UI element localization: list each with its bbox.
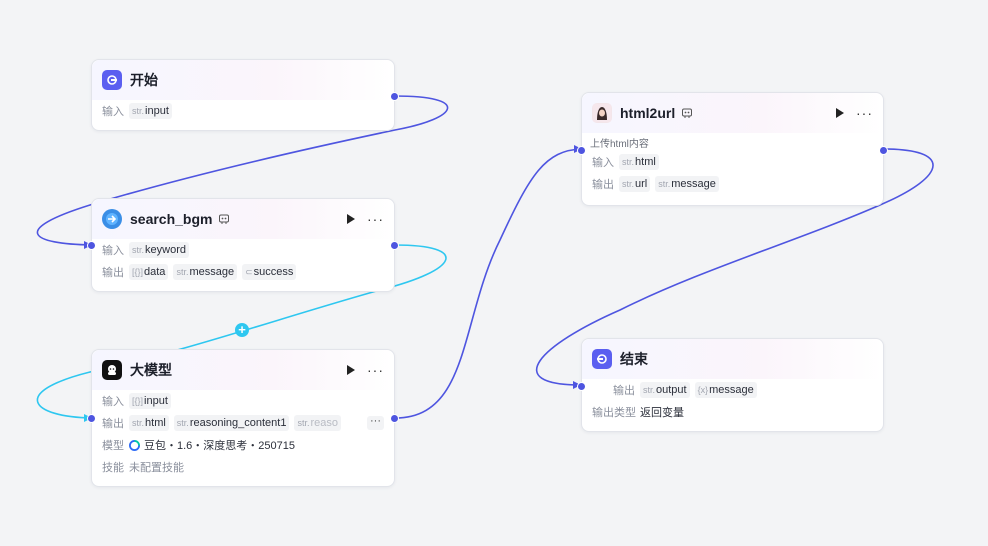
param-tag: str.input (129, 103, 172, 119)
input-handle[interactable] (577, 146, 586, 155)
plugin-badge-icon (681, 107, 693, 119)
skill-label: 技能 (102, 459, 129, 475)
output-label: 输出 (102, 264, 129, 280)
node-outputs-row: 输出 str.url str.message (582, 173, 883, 195)
model-label: 模型 (102, 437, 129, 453)
node-outputs-row: 输出 str.output {x}message (582, 379, 883, 401)
input-handle[interactable] (87, 414, 96, 423)
end-icon (592, 349, 612, 369)
edge-llm-to-html2url (395, 149, 582, 418)
node-search-bgm-header: search_bgm ··· (92, 199, 394, 239)
node-outputs-row: 输出 [{}]data str.message ⊂success (92, 261, 394, 283)
output-handle[interactable] (390, 92, 399, 101)
node-title: search_bgm (130, 211, 212, 227)
node-title: 结束 (620, 349, 648, 369)
input-handle[interactable] (87, 241, 96, 250)
param-tag: str.html (129, 415, 169, 431)
add-node-button[interactable]: + (235, 323, 249, 337)
param-tag: str.html (619, 154, 659, 170)
output-handle[interactable] (390, 414, 399, 423)
input-label: 输入 (592, 154, 619, 170)
node-outputs-row: 输出 str.html str.reasoning_content1 str.r… (92, 412, 394, 434)
start-icon (102, 70, 122, 90)
node-html2url[interactable]: html2url ··· 上传html内容 输入 str.html 输出 str… (581, 92, 884, 206)
input-handle[interactable] (577, 382, 586, 391)
param-tag: {x}message (695, 382, 757, 398)
param-tag: str.message (173, 264, 237, 280)
param-tag: str.reaso (294, 415, 341, 431)
input-label: 输入 (102, 103, 129, 119)
node-end[interactable]: 结束 输出 str.output {x}message 输出类型 返回变量 (581, 338, 884, 432)
param-tag: [{}]data (129, 264, 168, 280)
play-icon[interactable] (347, 365, 355, 375)
output-handle[interactable] (879, 146, 888, 155)
llm-icon (102, 360, 122, 380)
node-end-header: 结束 (582, 339, 883, 379)
param-tag: str.url (619, 176, 650, 192)
param-tag: str.keyword (129, 242, 189, 258)
node-title: 开始 (130, 70, 158, 90)
node-inputs-row: 输入 str.html (582, 151, 883, 173)
node-title: 大模型 (130, 360, 172, 380)
param-tag: str.message (655, 176, 719, 192)
output-type-label: 输出类型 (592, 404, 640, 420)
play-icon[interactable] (347, 214, 355, 224)
param-tag: str.reasoning_content1 (174, 415, 290, 431)
param-tag: [{}]input (129, 393, 171, 409)
plugin-icon (102, 209, 122, 229)
output-label: 输出 (592, 176, 619, 192)
output-label: 输出 (102, 415, 129, 431)
output-label: 输出 (613, 382, 640, 398)
plugin-badge-icon (218, 213, 230, 225)
param-tag: ⊂success (242, 264, 296, 280)
node-output-type-row: 输出类型 返回变量 (582, 401, 883, 423)
output-type-value: 返回变量 (640, 404, 684, 420)
model-value: 豆包・1.6・深度思考・250715 (144, 437, 295, 453)
input-label: 输入 (102, 393, 129, 409)
node-start-header: 开始 (92, 60, 394, 100)
more-icon[interactable]: ··· (856, 108, 873, 118)
param-tag: str.output (640, 382, 690, 398)
node-inputs-row: 输入 str.input (92, 100, 394, 122)
output-handle[interactable] (390, 241, 399, 250)
node-inputs-row: 输入 [{}]input (92, 390, 394, 412)
node-skill-row: 技能 未配置技能 (92, 456, 394, 478)
more-outputs-chip[interactable]: ··· (367, 416, 384, 430)
play-icon[interactable] (836, 108, 844, 118)
node-llm-header: 大模型 ··· (92, 350, 394, 390)
node-model-row: 模型 豆包・1.6・深度思考・250715 (92, 434, 394, 456)
node-html2url-header: html2url ··· (582, 93, 883, 133)
node-title: html2url (620, 105, 675, 121)
node-description: 上传html内容 (582, 133, 883, 151)
more-icon[interactable]: ··· (367, 214, 384, 224)
doubao-icon (129, 440, 140, 451)
node-start[interactable]: 开始 输入 str.input (91, 59, 395, 131)
node-llm[interactable]: 大模型 ··· 输入 [{}]input 输出 str.html str.rea… (91, 349, 395, 487)
input-label: 输入 (102, 242, 129, 258)
node-search-bgm[interactable]: search_bgm ··· 输入 str.keyword 输出 [{}]dat… (91, 198, 395, 292)
more-icon[interactable]: ··· (367, 365, 384, 375)
skill-value: 未配置技能 (129, 459, 184, 475)
plugin-avatar-icon (592, 103, 612, 123)
node-inputs-row: 输入 str.keyword (92, 239, 394, 261)
